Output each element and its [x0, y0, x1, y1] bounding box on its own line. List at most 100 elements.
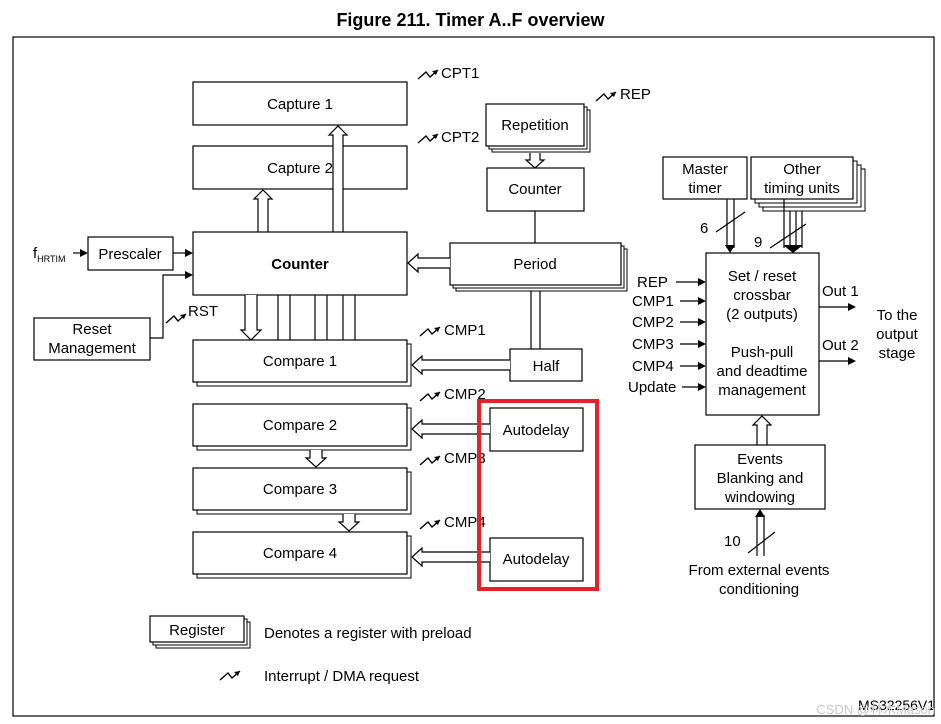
svg-text:Repetition: Repetition [501, 117, 569, 134]
svg-text:Autodelay: Autodelay [503, 551, 570, 568]
half-to-compare1-arrow [411, 354, 510, 376]
autodelay-to-compare2-arrow [411, 418, 490, 440]
autodelay-top-block: Autodelay [489, 407, 584, 452]
period-to-counter-arrow [407, 252, 450, 274]
compare1-block: Compare 1 [192, 339, 412, 387]
autodelay-bottom-block: Autodelay [489, 537, 584, 582]
events-to-crossbar-arrow [751, 415, 773, 445]
svg-text:Push-pull: Push-pull [731, 344, 794, 361]
svg-text:Compare 1: Compare 1 [263, 353, 337, 370]
counter-to-compare1-arrow [239, 295, 263, 341]
cpt1-interrupt-icon [417, 69, 439, 80]
svg-text:Compare 2: Compare 2 [263, 417, 337, 434]
crossbar-in-cmp3: CMP3 [632, 336, 674, 353]
svg-text:Period: Period [513, 256, 556, 273]
cmp1-interrupt-icon [419, 326, 441, 337]
out1-label: Out 1 [822, 283, 859, 300]
legend-interrupt-icon [219, 670, 241, 681]
prescaler-block: Prescaler [87, 236, 174, 271]
svg-text:Other: Other [783, 161, 821, 178]
compare4-block: Compare 4 [192, 531, 412, 579]
svg-text:Counter: Counter [508, 181, 561, 198]
period-block: Period [449, 242, 628, 292]
svg-text:Capture 2: Capture 2 [267, 160, 333, 177]
cmp3-label: CMP3 [444, 450, 486, 467]
crossbar-in-cmp1: CMP1 [632, 293, 674, 310]
legend-register-desc: Denotes a register with preload [264, 625, 472, 642]
capture1-block: Capture 1 [192, 81, 408, 126]
fhrtim-label: fHRTIM [33, 245, 66, 264]
crossbar-block: Set / reset crossbar (2 outputs) Push-pu… [705, 252, 820, 416]
bus6-label: 6 [700, 220, 708, 237]
counter-to-capture2-arrow [252, 189, 274, 232]
svg-text:Management: Management [48, 340, 136, 357]
bus10-label: 10 [724, 533, 741, 550]
svg-text:timer: timer [688, 180, 721, 197]
rst-label: RST [188, 303, 218, 320]
legend-register-box: Register [149, 615, 251, 649]
svg-text:Reset: Reset [72, 321, 112, 338]
svg-text:and deadtime: and deadtime [717, 363, 808, 380]
crossbar-in-cmp2: CMP2 [632, 314, 674, 331]
to-output-line2: output [876, 326, 919, 343]
svg-text:Blanking and: Blanking and [717, 470, 804, 487]
svg-text:Set / reset: Set / reset [728, 268, 797, 285]
to-output-line3: stage [879, 345, 916, 362]
svg-text:Events: Events [737, 451, 783, 468]
repetition-to-counter-arrow [524, 153, 546, 169]
compare3-to-compare4-arrow [337, 514, 361, 532]
svg-text:Prescaler: Prescaler [98, 246, 161, 263]
svg-text:Capture 1: Capture 1 [267, 96, 333, 113]
svg-text:timing units: timing units [764, 180, 840, 197]
compare3-block: Compare 3 [192, 467, 412, 515]
figure-title: Figure 211. Timer A..F overview [336, 10, 605, 30]
other-timing-units-block: Other timing units [750, 156, 866, 212]
svg-text:Compare 3: Compare 3 [263, 481, 337, 498]
master-timer-block: Master timer [662, 156, 748, 200]
repetition-counter-block: Counter [486, 167, 585, 212]
svg-text:Half: Half [533, 358, 561, 375]
capture2-block: Capture 2 [192, 145, 408, 190]
crossbar-in-update: Update [628, 379, 676, 396]
autodelay-highlight [477, 399, 599, 591]
cmp4-label: CMP4 [444, 514, 486, 531]
compare2-to-compare3-arrow [304, 450, 328, 468]
cmp1-label: CMP1 [444, 322, 486, 339]
repetition-block: Repetition [485, 103, 591, 153]
main-counter-block: Counter [192, 231, 408, 296]
svg-text:management: management [718, 382, 806, 399]
svg-text:Counter: Counter [271, 256, 329, 273]
to-output-line1: To the [877, 307, 918, 324]
cmp3-interrupt-icon [419, 455, 441, 466]
from-external-line2: conditioning [719, 581, 799, 598]
from-external-line1: From external events [689, 562, 830, 579]
figure-frame [12, 36, 935, 717]
cmp2-interrupt-icon [419, 391, 441, 402]
compare2-block: Compare 2 [192, 403, 412, 451]
cpt2-interrupt-icon [417, 133, 439, 144]
out2-label: Out 2 [822, 337, 859, 354]
cmp2-label: CMP2 [444, 386, 486, 403]
svg-text:Register: Register [169, 622, 225, 639]
counter-to-capture1-arrow [327, 125, 349, 232]
cpt1-label: CPT1 [441, 65, 479, 82]
legend-interrupt-desc: Interrupt / DMA request [264, 668, 420, 685]
svg-text:crossbar: crossbar [733, 287, 791, 304]
rst-interrupt-icon [165, 313, 187, 324]
crossbar-in-cmp4: CMP4 [632, 358, 674, 375]
rep-label: REP [620, 86, 651, 103]
cpt2-label: CPT2 [441, 129, 479, 146]
events-block: Events Blanking and windowing [694, 444, 826, 510]
half-block: Half [509, 348, 583, 382]
reset-management-block: Reset Management [33, 317, 151, 361]
svg-text:Master: Master [682, 161, 728, 178]
bus9-label: 9 [754, 234, 762, 251]
autodelay-to-compare4-arrow [411, 546, 490, 568]
svg-text:Compare 4: Compare 4 [263, 545, 337, 562]
watermark: CSDN @林木Mason [816, 702, 935, 717]
svg-text:windowing: windowing [724, 489, 795, 506]
rep-interrupt-icon [595, 91, 617, 102]
svg-text:(2 outputs): (2 outputs) [726, 306, 798, 323]
cmp4-interrupt-icon [419, 519, 441, 530]
